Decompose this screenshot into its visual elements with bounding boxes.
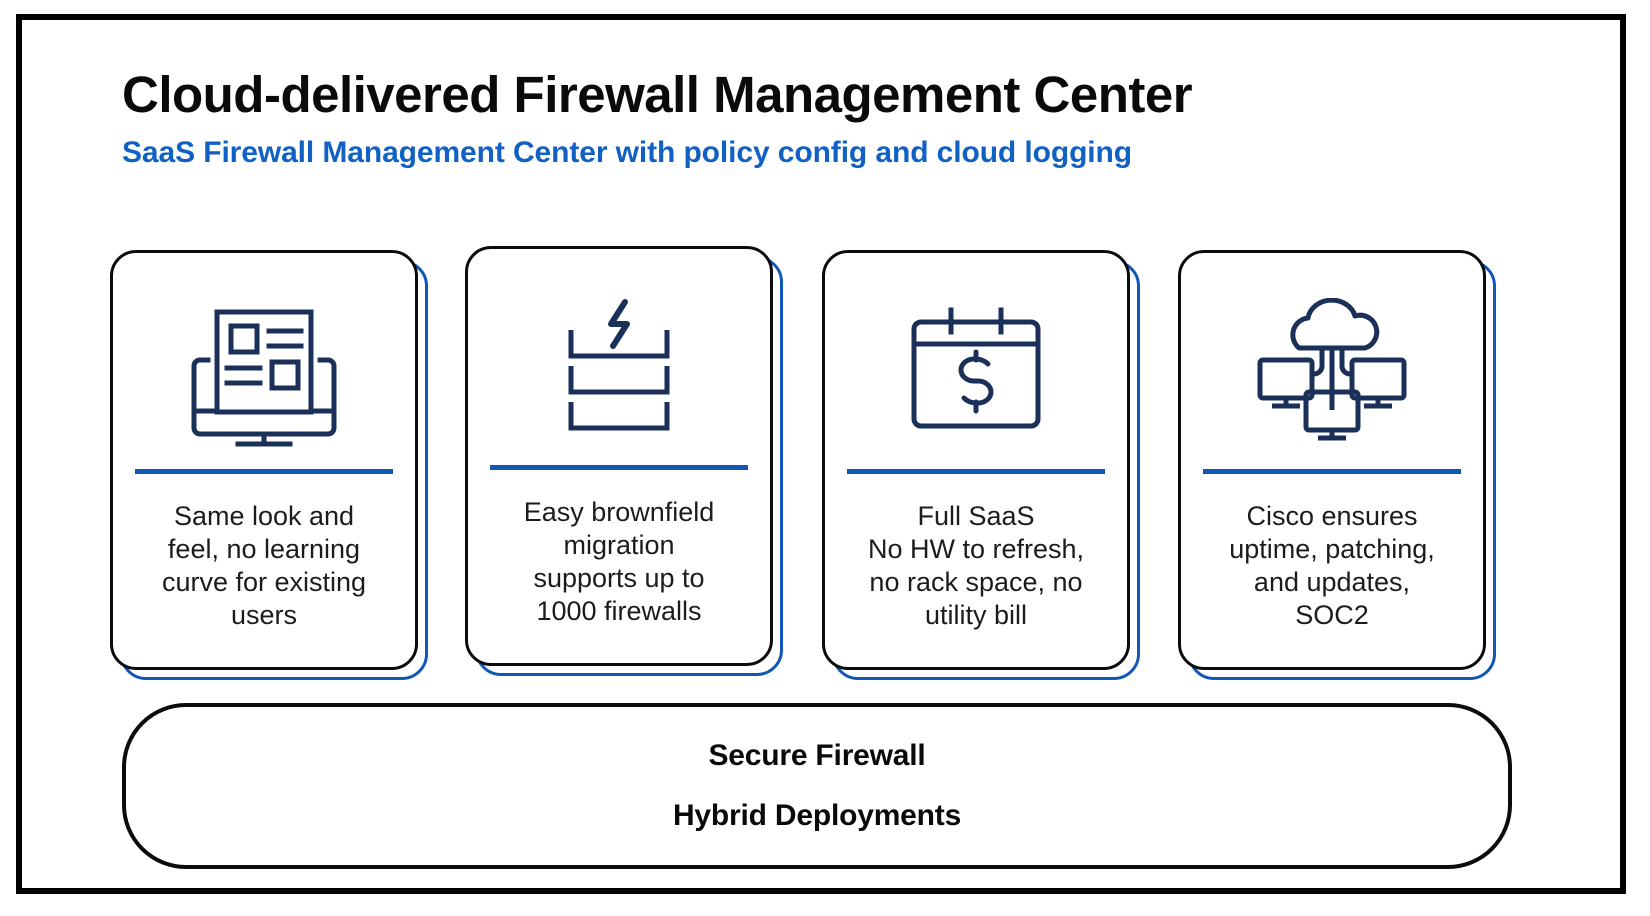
card-divider	[847, 469, 1105, 474]
card-body[interactable]: Cisco ensures uptime, patching, and upda…	[1178, 250, 1486, 670]
cloud-monitors-icon	[1252, 283, 1412, 463]
server-stack-bolt-icon	[539, 279, 699, 459]
bottom-bar-line-1: Secure Firewall	[708, 739, 926, 772]
monitor-report-icon	[184, 283, 344, 463]
bottom-bar-line-2: Hybrid Deployments	[672, 799, 962, 832]
card-divider	[490, 465, 748, 470]
card-caption: Full SaaS No HW to refresh, no rack spac…	[867, 501, 1085, 630]
card-body[interactable]: Same look and feel, no learning curve fo…	[110, 250, 418, 670]
feature-card-2[interactable]: Easy brownfield migration supports up to…	[465, 246, 783, 676]
outer-frame: Cloud-delivered Firewall Management Cent…	[16, 14, 1626, 894]
calendar-dollar-icon	[896, 283, 1056, 463]
card-divider	[1203, 469, 1461, 474]
page-title: Cloud-delivered Firewall Management Cent…	[122, 66, 1193, 123]
card-caption: Same look and feel, no learning curve fo…	[161, 501, 367, 630]
card-caption: Cisco ensures uptime, patching, and upda…	[1229, 501, 1435, 630]
card-divider	[135, 469, 393, 474]
feature-cards-row: Same look and feel, no learning curve fo…	[110, 246, 1600, 682]
feature-card-4[interactable]: Cisco ensures uptime, patching, and upda…	[1178, 250, 1496, 680]
page-subtitle: SaaS Firewall Management Center with pol…	[122, 135, 1132, 169]
card-body[interactable]: Full SaaS No HW to refresh, no rack spac…	[822, 250, 1130, 670]
bottom-summary-bar: Secure Firewall Hybrid Deployments	[122, 703, 1512, 869]
card-caption: Easy brownfield migration supports up to…	[523, 497, 715, 626]
card-body[interactable]: Easy brownfield migration supports up to…	[465, 246, 773, 666]
feature-card-3[interactable]: Full SaaS No HW to refresh, no rack spac…	[822, 250, 1140, 680]
feature-card-1[interactable]: Same look and feel, no learning curve fo…	[110, 250, 428, 680]
header: Cloud-delivered Firewall Management Cent…	[122, 68, 1522, 169]
